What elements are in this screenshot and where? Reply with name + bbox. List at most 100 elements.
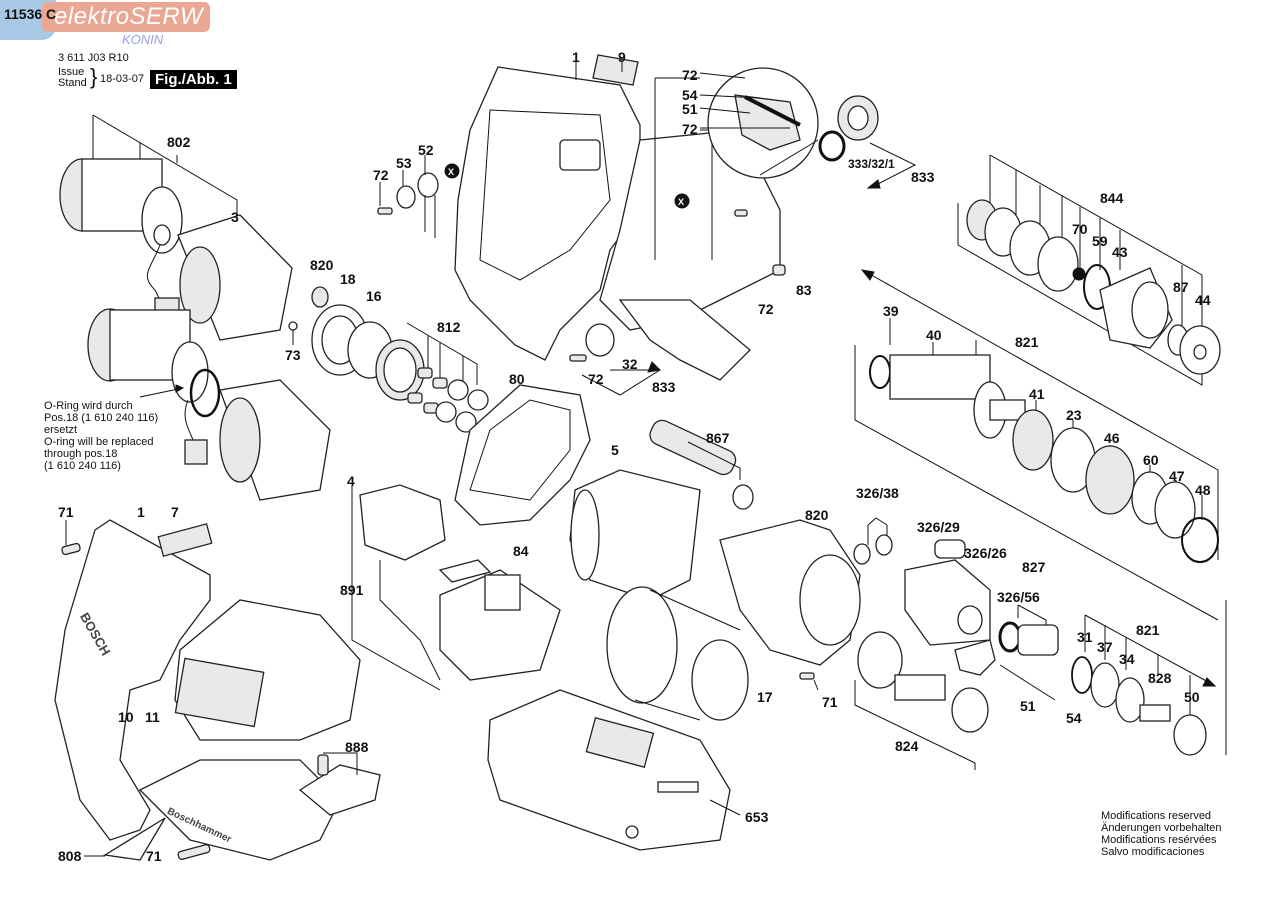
callout-5: 5 [611, 442, 619, 458]
callout-828: 828 [1148, 670, 1172, 686]
callout-867: 867 [706, 430, 730, 446]
figure-label: Fig./Abb. 1 [150, 70, 237, 89]
callout-43: 43 [1112, 244, 1128, 260]
watermark-city: KONIN [122, 32, 164, 47]
oring-note-de-3: ersetzt [44, 424, 78, 436]
issue-labels: Issue Stand [58, 67, 87, 89]
oring-note: O-Ring wird durch Pos.18 (1 610 240 116)… [44, 400, 158, 472]
callout-1: 1 [572, 49, 580, 65]
oring-note-de-1: O-Ring wird durch [44, 400, 133, 412]
callout-9: 9 [618, 49, 626, 65]
tool-body-housing [54, 519, 381, 861]
callout-326-56: 326/56 [997, 589, 1040, 605]
callout-833: 833 [911, 169, 935, 185]
callout-4: 4 [347, 473, 355, 489]
callout-18: 18 [340, 271, 356, 287]
callout-50: 50 [1184, 689, 1200, 705]
callout-72: 72 [373, 167, 389, 183]
callout-326-38: 326/38 [856, 485, 899, 501]
detail-inset [699, 67, 819, 179]
callout-72: 72 [682, 67, 698, 83]
callout-23: 23 [1066, 407, 1082, 423]
watermark-badge [42, 2, 210, 32]
modifications-es: Salvo modificaciones [1101, 846, 1205, 858]
callout-51: 51 [682, 101, 698, 117]
callout-80: 80 [509, 371, 525, 387]
oring-note-en-1: O-ring will be replaced [44, 436, 154, 448]
callout-53: 53 [396, 155, 412, 171]
callout-34: 34 [1119, 651, 1135, 667]
callout-71: 71 [146, 848, 162, 864]
callout-44: 44 [1195, 292, 1211, 308]
marker-x: X [448, 167, 455, 177]
callout-808: 808 [58, 848, 82, 864]
callout-40: 40 [926, 327, 942, 343]
gear-shaft-824 [854, 631, 1056, 770]
callout-821: 821 [1015, 334, 1039, 350]
callout-84: 84 [513, 543, 529, 559]
wire-frame-17 [606, 586, 749, 721]
oring-and-nut [818, 95, 917, 189]
callout-824: 824 [895, 738, 919, 754]
callout-1: 1 [137, 504, 145, 520]
callout-72: 72 [588, 371, 604, 387]
housing-shell-1 [454, 54, 641, 361]
callout-87: 87 [1173, 279, 1189, 295]
callout-48: 48 [1195, 482, 1211, 498]
callout-888: 888 [345, 739, 369, 755]
spring-parts-52 [377, 155, 460, 238]
callout-71: 71 [58, 504, 74, 520]
oring-note-de-2: Pos.18 (1 610 240 116) [44, 412, 159, 424]
spindle-group-821 [854, 269, 1219, 621]
callout-73: 73 [285, 347, 301, 363]
oring-note-en-2: through pos.18 [44, 448, 118, 460]
modifications-fr: Modifications resérvées [1101, 834, 1217, 846]
callout-72: 72 [682, 121, 698, 137]
callout-83: 83 [796, 282, 812, 298]
callout-41: 41 [1029, 386, 1045, 402]
motor-assembly-bottom [87, 308, 331, 501]
callout-32: 32 [622, 356, 638, 372]
modifications-de: Änderungen vorbehalten [1101, 822, 1222, 834]
callout-72: 72 [758, 301, 774, 317]
shroud-5 [569, 419, 754, 601]
callout-70: 70 [1072, 221, 1088, 237]
callout-820: 820 [310, 257, 334, 273]
callout-10: 10 [118, 709, 134, 725]
callout-827: 827 [1022, 559, 1046, 575]
marker-x-2: X [678, 197, 685, 207]
tool-holder-group-821 [1071, 600, 1227, 756]
modifications-en: Modifications reserved [1101, 810, 1212, 822]
callout-59: 59 [1092, 233, 1108, 249]
callout-17: 17 [757, 689, 773, 705]
callout-60: 60 [1143, 452, 1159, 468]
callout-812: 812 [437, 319, 461, 335]
switch-module [351, 484, 561, 691]
motor-assembly-top [59, 114, 298, 345]
brace-glyph: } [90, 64, 98, 89]
modifications-notice: Modifications reserved Änderungen vorbeh… [1101, 810, 1221, 858]
cover-80 [454, 384, 591, 526]
callout-54: 54 [682, 87, 698, 103]
callout-802: 802 [167, 134, 191, 150]
callout-51: 51 [1020, 698, 1036, 714]
callout-37: 37 [1097, 639, 1113, 655]
callout-46: 46 [1104, 430, 1120, 446]
oring-note-en-3: (1 610 240 116) [44, 460, 121, 472]
tool-part-number: 3 611 J03 R10 [58, 52, 129, 64]
piston-parts-326 [853, 517, 1059, 656]
cylinder-820 [719, 519, 861, 691]
document-code: 11536 C [4, 6, 57, 22]
watermark-brand: elektroSERW [54, 3, 204, 30]
callout-3: 3 [231, 209, 239, 225]
callout-16: 16 [366, 288, 382, 304]
callout-833: 833 [652, 379, 676, 395]
battery-pack-653 [487, 689, 741, 851]
gear-housing [569, 77, 786, 396]
callout-7: 7 [171, 504, 179, 520]
callout-52: 52 [418, 142, 434, 158]
issue-label: Issue [58, 66, 85, 78]
callout-326-26: 326/26 [964, 545, 1007, 561]
callout-333-32-1: 333/32/1 [848, 157, 895, 171]
